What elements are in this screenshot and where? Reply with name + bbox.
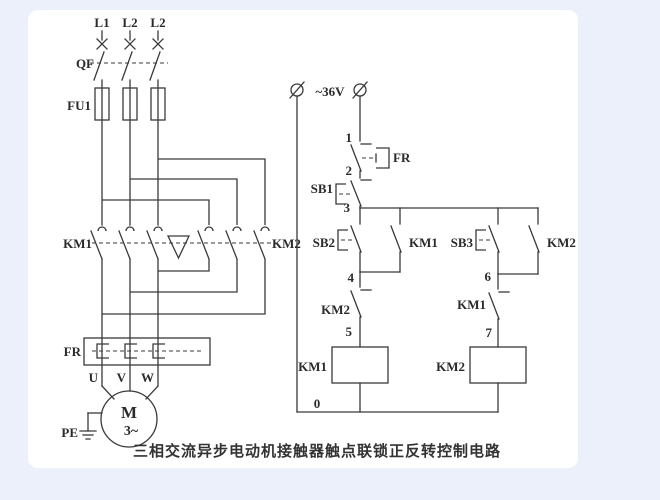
sb1-label: SB1 (311, 181, 333, 196)
phase-label-l3: L2 (150, 15, 165, 30)
mechanical-interlock-triangle (166, 235, 191, 260)
sb3-label: SB3 (451, 235, 474, 250)
node-label-6: 6 (485, 269, 492, 284)
km1-coil: KM1 (298, 346, 389, 413)
node0-bottom-bus: 0 (296, 396, 499, 413)
control-supply-terminals: ~36V (289, 81, 368, 99)
motor-circle (100, 390, 158, 448)
fuse-symbol (122, 87, 138, 121)
fuses-fu1: FU1 (67, 79, 166, 226)
control-rails (296, 95, 361, 413)
km2-main-contacts: KM2 (197, 226, 301, 260)
node-label-2: 2 (346, 163, 353, 178)
circuit-breaker-qf: QF (76, 38, 168, 81)
km2-feed-branches (102, 158, 266, 225)
km2-coil: KM2 (436, 346, 527, 413)
terminal-w-label: W (141, 370, 154, 385)
thermal-relay-label: FR (64, 344, 82, 359)
stop-button-sb1: 2 SB1 (311, 163, 372, 209)
km1-interlock-label: KM1 (457, 297, 486, 312)
km1-aux-label: KM1 (409, 235, 438, 250)
fr-contact-label: FR (393, 150, 411, 165)
phase-label-l2: L2 (122, 15, 137, 30)
node-label-0: 0 (314, 396, 321, 411)
fr-nc-contact: FR 1 (346, 130, 411, 179)
fuse-label: FU1 (67, 98, 91, 113)
sb3-button-actuator (475, 229, 486, 251)
forward-button-sb2: SB2 (313, 207, 362, 273)
km1-interlock-contact: KM1 7 (457, 273, 510, 348)
node-label-5: 5 (346, 324, 353, 339)
mechanical-interlock (92, 235, 276, 260)
sb1-button-actuator (335, 183, 346, 205)
reversing-crossover-wires (101, 258, 266, 392)
fr-actuator-symbol (376, 147, 390, 169)
breaker-label: QF (76, 56, 94, 71)
sb2-label: SB2 (313, 235, 335, 250)
fuse-symbol (150, 87, 166, 121)
heater-element (96, 343, 109, 359)
terminal-v-label: V (117, 370, 127, 385)
motor: M 3~ (100, 390, 158, 448)
km1-main-label: KM1 (63, 236, 92, 251)
motor-terminals: U V W (89, 370, 159, 400)
km2-interlock-label: KM2 (321, 302, 350, 317)
node-label-3: 3 (344, 200, 351, 215)
reverse-button-sb3: SB3 (451, 207, 500, 275)
km1-coil-label: KM1 (298, 359, 327, 374)
node-label-7: 7 (486, 325, 493, 340)
phase-label-l1: L1 (94, 15, 109, 30)
fuse-symbol (94, 87, 110, 121)
pe-label: PE (61, 425, 78, 440)
km1-main-contacts: KM1 (63, 226, 163, 260)
km1-aux-contact: KM1 4 (348, 207, 438, 285)
km2-main-label: KM2 (272, 236, 301, 251)
terminal-u-label: U (89, 370, 99, 385)
pe-ground: PE (61, 412, 103, 440)
km2-coil-label: KM2 (436, 359, 465, 374)
incoming-phase-lines: L1 L2 L2 (94, 15, 166, 41)
node3-bus: 3 (344, 200, 539, 215)
heater-element (152, 343, 165, 359)
motor-phase: 3~ (124, 424, 139, 439)
km2-interlock-contact: KM2 5 (321, 271, 372, 348)
node-label-4: 4 (348, 270, 355, 285)
sb2-button-actuator (337, 229, 348, 251)
diagram-panel (28, 10, 578, 468)
km2-aux-label: KM2 (547, 235, 576, 250)
km2-aux-contact: KM2 6 (485, 207, 576, 284)
thermal-relay-fr: FR (64, 337, 211, 366)
node-label-1: 1 (346, 130, 353, 145)
heater-element (124, 343, 137, 359)
motor-letter: M (121, 403, 137, 422)
control-voltage-label: ~36V (315, 84, 345, 99)
diagram-caption: 三相交流异步电动机接触器触点联锁正反转控制电路 (133, 442, 501, 460)
